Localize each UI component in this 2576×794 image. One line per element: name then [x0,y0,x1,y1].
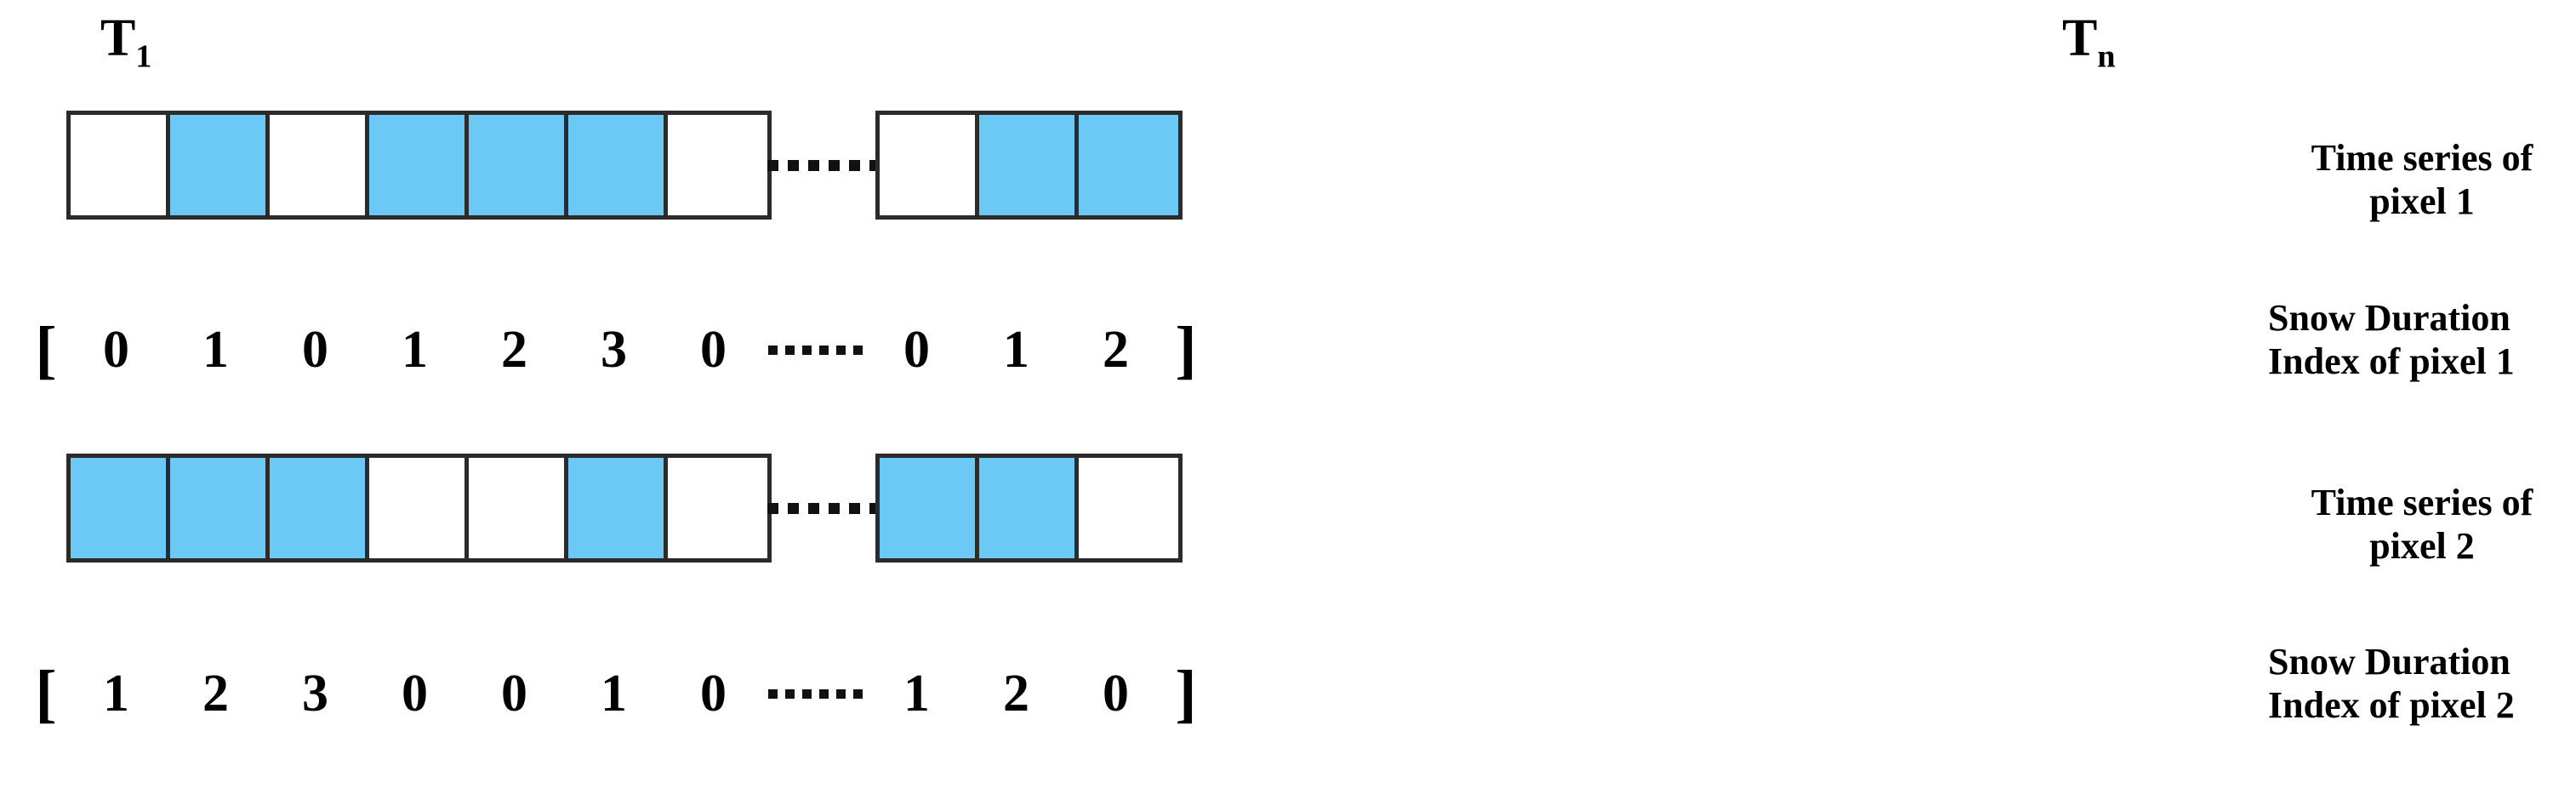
time-cell[interactable] [979,458,1079,558]
legend-line: pixel 1 [2369,180,2475,223]
time-axis-end-letter: T [2062,9,2098,67]
index-value: 1 [402,321,428,379]
time-axis-start-letter: T [100,9,136,67]
legend-line: Index of pixel 1 [2268,340,2515,383]
time-series-right-block-pixel-1 [875,111,1183,220]
index-value: 0 [1103,665,1129,723]
ellipsis-icon [767,688,863,699]
index-value: 0 [903,321,930,379]
legend-time-series-pixel-1: Time series of pixel 1 [2268,136,2576,224]
time-cell[interactable] [170,458,270,558]
time-series-right-block-pixel-2 [875,454,1183,563]
time-cell[interactable] [469,115,568,215]
time-series-gap-pixel-1 [767,111,881,220]
index-value: 1 [601,665,627,723]
time-cell[interactable] [469,458,568,558]
ellipsis-icon [767,502,881,514]
time-axis-end-subscript: n [2097,38,2116,75]
time-cell[interactable] [71,458,170,558]
time-cell[interactable] [270,458,369,558]
legend-line: Time series of [2311,137,2533,179]
index-value: 0 [700,321,727,379]
legend-snow-duration-index-pixel-1: Snow Duration Index of pixel 1 [2268,296,2576,384]
ellipsis-icon [767,345,863,355]
close-bracket: ] [1175,657,1197,729]
index-value: 3 [302,665,328,723]
time-series-gap-pixel-2 [767,454,881,563]
time-cell[interactable] [668,115,767,215]
time-cell[interactable] [568,458,668,558]
legend-line: Snow Duration [2268,297,2510,339]
index-value: 3 [601,321,627,379]
legend-line: Time series of [2311,482,2533,523]
index-value: 0 [402,665,428,723]
close-bracket: ] [1175,313,1197,386]
time-cell[interactable] [979,115,1079,215]
index-value: 2 [501,321,527,379]
legend-line: pixel 2 [2369,525,2475,568]
time-axis-start-subscript: 1 [135,38,152,75]
index-value: 1 [903,665,930,723]
index-value: 2 [202,665,229,723]
legend-line: Index of pixel 2 [2268,684,2515,727]
time-cell[interactable] [668,458,767,558]
time-cell[interactable] [568,115,668,215]
time-series-left-block-pixel-2 [66,454,772,563]
open-bracket: [ [35,313,57,386]
time-cell[interactable] [270,115,369,215]
time-axis-end-label: Tn [2062,12,2116,72]
index-value: 0 [501,665,527,723]
index-value: 1 [1003,321,1029,379]
ellipsis-icon [767,159,881,171]
time-cell[interactable] [170,115,270,215]
open-bracket: [ [35,657,57,729]
snow-duration-index-row-pixel-2: [ 1 2 3 0 0 1 0 1 2 0 ] [26,657,1206,730]
legend-time-series-pixel-2: Time series of pixel 2 [2268,481,2576,568]
index-value: 0 [103,321,129,379]
index-gap [763,688,867,699]
time-cell[interactable] [369,458,469,558]
time-cell[interactable] [880,115,979,215]
index-value: 0 [700,665,727,723]
index-gap [763,345,867,355]
time-cell[interactable] [880,458,979,558]
time-series-strip-pixel-1 [66,111,1183,220]
time-cell[interactable] [71,115,170,215]
time-cell[interactable] [1079,458,1178,558]
index-value: 1 [103,665,129,723]
index-value: 2 [1003,665,1029,723]
index-value: 0 [302,321,328,379]
time-series-strip-pixel-2 [66,454,1183,563]
time-series-left-block-pixel-1 [66,111,772,220]
time-axis-start-label: T1 [100,12,151,72]
index-value: 2 [1103,321,1129,379]
legend-snow-duration-index-pixel-2: Snow Duration Index of pixel 2 [2268,640,2576,728]
time-cell[interactable] [369,115,469,215]
legend-line: Snow Duration [2268,641,2510,683]
time-cell[interactable] [1079,115,1178,215]
snow-duration-index-row-pixel-1: [ 0 1 0 1 2 3 0 0 1 2 ] [26,313,1206,386]
index-value: 1 [202,321,229,379]
